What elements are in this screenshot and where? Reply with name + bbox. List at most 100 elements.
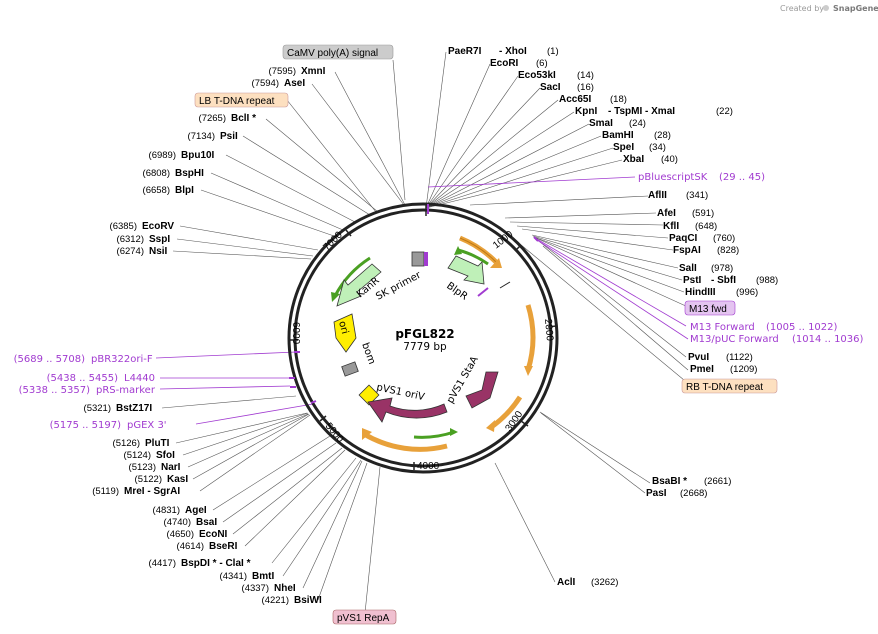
site-pmei-pos: (1209) bbox=[730, 364, 757, 375]
site-bamhi: BamHI bbox=[602, 130, 634, 141]
site-xbai: XbaI bbox=[623, 154, 644, 165]
primer-pbr322ori: pBR322ori-F bbox=[91, 354, 153, 365]
site-pmei: PmeI bbox=[690, 364, 714, 375]
site-sfoi-pos: (5124) bbox=[124, 450, 151, 461]
boxed-labels: CaMV poly(A) signal LB T-DNA repeat RB T… bbox=[194, 44, 778, 625]
pbluescript-marker bbox=[424, 252, 428, 266]
site-psti: PstI bbox=[683, 275, 702, 286]
site-bsphi-pos: (6808) bbox=[143, 168, 170, 179]
primer-l4440: L4440 bbox=[124, 373, 155, 384]
site-agei: AgeI bbox=[185, 505, 207, 516]
site-paer7i: PaeR7I bbox=[448, 46, 482, 57]
site-kpni: KpnI bbox=[575, 106, 597, 117]
site-bmti: BmtI bbox=[252, 571, 274, 582]
site-nhei-pos: (4337) bbox=[242, 583, 269, 594]
site-bsiwi: BsiWI bbox=[294, 595, 322, 606]
camv-label: CaMV poly(A) signal bbox=[287, 48, 378, 59]
primer-pbluescriptsk: pBluescriptSK bbox=[638, 172, 708, 183]
site-psti-pos: (988) bbox=[756, 275, 778, 286]
site-spei-pos: (34) bbox=[649, 142, 666, 153]
site-ecorv: EcoRV bbox=[142, 221, 174, 232]
site-kpni-pos: (22) bbox=[716, 106, 733, 117]
bom-label: bom bbox=[359, 341, 377, 366]
lb-label: LB T-DNA repeat bbox=[199, 96, 275, 107]
backbone-inner bbox=[293, 208, 553, 468]
ori-label: ori bbox=[336, 320, 350, 335]
site-pasi: PasI bbox=[646, 488, 667, 499]
leader-lines bbox=[161, 51, 691, 614]
site-saci-pos: (16) bbox=[577, 82, 594, 93]
tick-2000: 2000 bbox=[542, 318, 555, 342]
primer-pbluescriptsk-range: (29 .. 45) bbox=[719, 172, 765, 183]
site-sali: SalI bbox=[679, 263, 697, 274]
site-kpni-extra: - TspMI - XmaI bbox=[608, 106, 675, 117]
sk-primer-label: SK primer bbox=[374, 269, 424, 302]
site-aflii: AflII bbox=[648, 190, 667, 201]
primer-labels: pBluescriptSK (29 .. 45) M13 Forward (10… bbox=[14, 172, 864, 431]
site-bcli-pos: (7265) bbox=[199, 113, 226, 124]
site-psii: PsiI bbox=[220, 131, 238, 142]
primer-prs-marker-range: (5338 .. 5357) bbox=[19, 385, 91, 396]
primer-leader-lines bbox=[155, 176, 689, 425]
rb-label: RB T-DNA repeat bbox=[686, 382, 763, 393]
snapgene-logo-icon bbox=[823, 5, 829, 11]
site-bseri-pos: (4614) bbox=[177, 541, 204, 552]
site-sspi: SspI bbox=[149, 234, 170, 245]
site-afei: AfeI bbox=[657, 208, 676, 219]
site-xbai-pos: (40) bbox=[661, 154, 678, 165]
site-paqci: PaqCI bbox=[669, 233, 698, 244]
site-kasi: KasI bbox=[167, 474, 188, 485]
site-acc65i-pos: (18) bbox=[610, 94, 627, 105]
site-sali-pos: (978) bbox=[711, 263, 733, 274]
site-kasi-pos: (5122) bbox=[135, 474, 162, 485]
site-agei-pos: (4831) bbox=[153, 505, 180, 516]
site-mrei: MreI - SgrAI bbox=[124, 486, 180, 497]
site-pluti-pos: (5126) bbox=[113, 438, 140, 449]
site-pvui-pos: (1122) bbox=[726, 352, 753, 363]
m13fwd-label: M13 fwd bbox=[689, 304, 727, 315]
lb-box bbox=[194, 92, 289, 108]
primer-prs-marker: pRS-marker bbox=[96, 385, 156, 396]
site-eco53ki-pos: (14) bbox=[577, 70, 594, 81]
site-bsiwi-pos: (4221) bbox=[262, 595, 289, 606]
site-mrei-pos: (5119) bbox=[92, 486, 119, 497]
site-nari-pos: (5123) bbox=[129, 462, 156, 473]
plasmid-name: pFGL822 bbox=[395, 327, 454, 341]
pvs1-oriv-arrow bbox=[367, 397, 448, 423]
site-bspdi-pos: (4417) bbox=[149, 558, 176, 569]
site-bsai: BsaI bbox=[196, 517, 217, 528]
site-kfli: KflI bbox=[663, 221, 679, 232]
snapgene-brand: SnapGene bbox=[833, 4, 878, 13]
site-bstz17i-pos: (5321) bbox=[84, 403, 111, 414]
site-bpu10i: Bpu10I bbox=[181, 150, 215, 161]
site-blpi: BlpI bbox=[175, 185, 194, 196]
primer-m13puc-forward-range: (1014 .. 1036) bbox=[792, 334, 864, 345]
repa-label: pVS1 RepA bbox=[337, 613, 390, 624]
site-nsii: NsiI bbox=[149, 246, 168, 257]
site-ecorv-pos: (6385) bbox=[110, 221, 137, 232]
site-xmni-pos: (7595) bbox=[269, 66, 296, 77]
tick-6000: 6000 bbox=[290, 322, 301, 345]
primer-pgex3: pGEX 3' bbox=[127, 420, 167, 431]
blpR-arrow bbox=[447, 255, 485, 285]
site-aflii-pos: (341) bbox=[686, 190, 708, 201]
right-sites: PaeR7I - XhoI (1) EcoRI (6) Eco53kI (14)… bbox=[448, 46, 778, 588]
site-bstz17i: BstZ17I bbox=[116, 403, 152, 414]
site-acli-pos: (3262) bbox=[591, 577, 618, 588]
site-hindiii-pos: (996) bbox=[736, 287, 758, 298]
site-bsai-pos: (4740) bbox=[164, 517, 191, 528]
site-psii-pos: (7134) bbox=[188, 131, 215, 142]
repa-box bbox=[332, 609, 397, 625]
site-acli: AclI bbox=[557, 577, 576, 588]
site-paer7i-pos: (1) bbox=[547, 46, 559, 57]
primer-marks bbox=[289, 204, 539, 404]
primer-pgex3-range: (5175 .. 5197) bbox=[50, 420, 122, 431]
plasmid-size: 7779 bp bbox=[403, 341, 447, 353]
site-smai-pos: (24) bbox=[629, 118, 646, 129]
site-sspi-pos: (6312) bbox=[117, 234, 144, 245]
primer-m13-forward-range: (1005 .. 1022) bbox=[766, 322, 838, 333]
site-pasi-pos: (2668) bbox=[680, 488, 707, 499]
blpR-label: BlpR bbox=[444, 280, 469, 302]
site-nsii-pos: (6274) bbox=[117, 246, 144, 257]
site-asei: AseI bbox=[284, 78, 305, 89]
